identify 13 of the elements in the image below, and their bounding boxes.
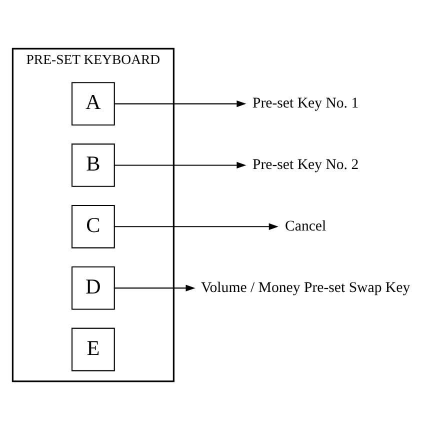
node-box: C: [71, 204, 115, 248]
arrow: [114, 162, 246, 169]
node-box: D: [71, 266, 115, 310]
node-text: Pre-set Key No. 1: [252, 96, 359, 112]
node-box: E: [71, 328, 115, 372]
node-text: Pre-set Key No. 2: [252, 157, 359, 174]
arrow: [114, 100, 246, 108]
arrow: [114, 223, 278, 230]
node-text: Volume / Money Pre-set Swap Key: [200, 280, 410, 296]
node-box: A: [71, 82, 115, 126]
node-box: B: [71, 144, 115, 187]
node-text: Cancel: [284, 218, 326, 235]
arrow: [114, 284, 196, 292]
